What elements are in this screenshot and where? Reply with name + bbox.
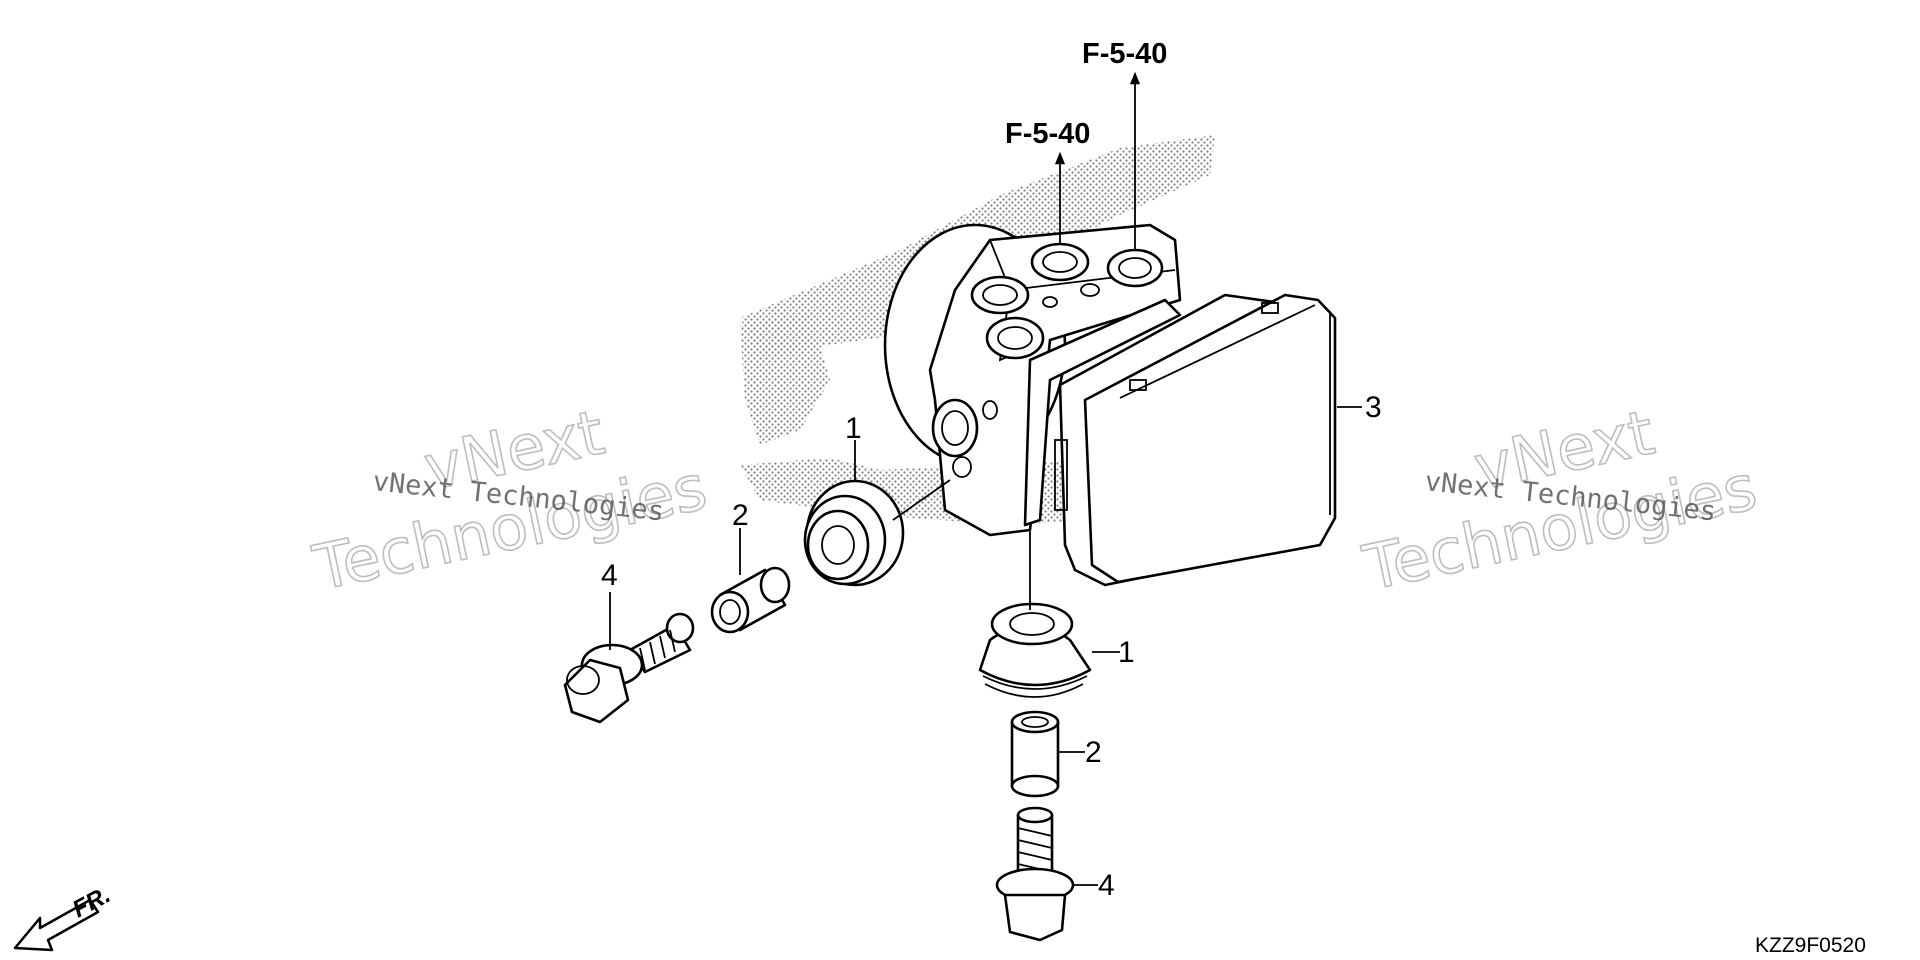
- callout-bolt-upper: 4: [601, 559, 618, 592]
- diagram-code: KZZ9F0520: [1755, 934, 1866, 957]
- callout-collar-lower: 2: [1085, 736, 1102, 769]
- reference-label-lower: F-5-40: [1005, 118, 1090, 150]
- leader-lines: [609, 71, 1362, 886]
- grommet-lower: [978, 602, 1092, 698]
- callout-abs-modulator: 3: [1365, 391, 1382, 424]
- reference-label-upper: F-5-40: [1082, 38, 1167, 70]
- abs-modulator: [883, 223, 1337, 587]
- grommet-upper: [803, 479, 905, 587]
- watermark-right: Technologies vNext vNext Technologies: [1356, 395, 1763, 606]
- collar-upper: [710, 566, 791, 634]
- callout-bolt-lower: 4: [1098, 869, 1115, 902]
- front-arrow-icon: [13, 898, 100, 952]
- watermark-left: Technologies vNext vNext Technologies: [306, 395, 713, 606]
- front-direction-indicator: FR.: [13, 881, 115, 952]
- callout-grommet-lower: 1: [1118, 636, 1135, 669]
- callout-collar-upper: 2: [732, 499, 749, 532]
- bolt-upper: [563, 612, 695, 724]
- callout-grommet-upper: 1: [845, 412, 862, 445]
- brake-line-ports: [970, 242, 1164, 360]
- bolt-lower: [995, 806, 1075, 942]
- collar-lower: [1010, 710, 1060, 798]
